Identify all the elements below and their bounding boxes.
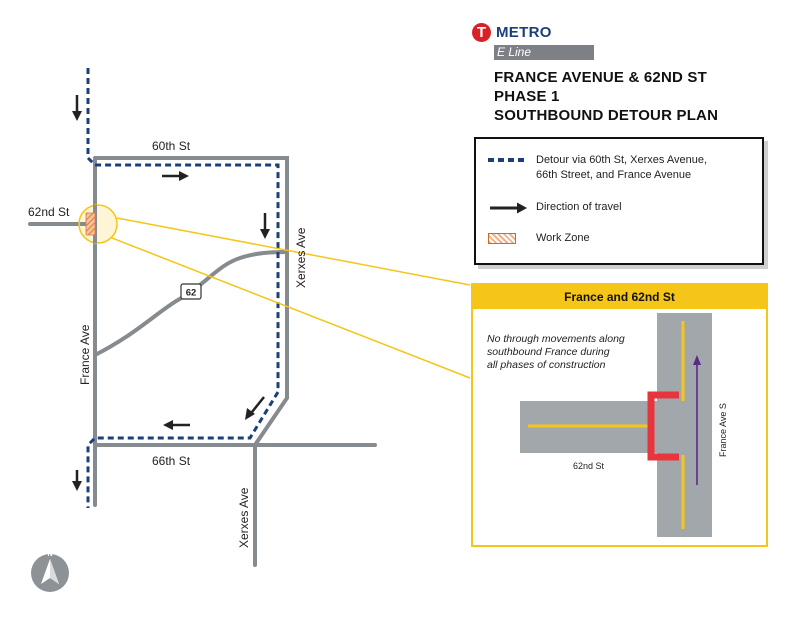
- metro-t-icon: T: [472, 22, 491, 42]
- inset-label-62nd: 62nd St: [573, 461, 605, 471]
- north-compass-icon: N: [31, 551, 69, 592]
- metro-brand: METRO: [496, 23, 552, 41]
- intersection-inset: France and 62nd St No through movements …: [471, 283, 768, 547]
- legend-direction-label: Direction of travel: [536, 201, 622, 213]
- metro-logo: T METRO: [472, 22, 772, 42]
- road-60th-st: [93, 156, 289, 567]
- legend-direction: Direction of travel: [488, 200, 622, 215]
- map-legend: Detour via 60th St, Xerxes Avenue, 66th …: [474, 137, 764, 265]
- inset-note-line-3: all phases of construction: [487, 359, 606, 371]
- arrow-southwest-xerxes: [245, 396, 265, 420]
- detour-route: [86, 68, 280, 508]
- work-zone-marker: [85, 212, 96, 236]
- arrow-south-xerxes: [260, 213, 270, 239]
- hwy-62-shield: 62: [180, 283, 202, 300]
- legend-detour-line-2: 66th Street, and France Avenue: [536, 169, 692, 181]
- label-62nd-st: 62nd St: [28, 205, 70, 219]
- label-france-ave: France Ave: [78, 324, 92, 385]
- road-hwy-62: [93, 250, 289, 357]
- title-line-2: PHASE 1: [494, 88, 560, 105]
- direction-arrow-icon: [490, 202, 527, 214]
- direction-arrows: [72, 95, 270, 491]
- inset-note-line-1: No through movements along: [487, 333, 625, 345]
- detour-dash-swatch: [488, 158, 528, 162]
- label-66th-st: 66th St: [152, 454, 191, 468]
- label-xerxes-ave-north: Xerxes Ave: [294, 227, 308, 288]
- compass-label: N: [47, 551, 52, 558]
- inset-title: France and 62nd St: [473, 285, 766, 309]
- legend-detour: Detour via 60th St, Xerxes Avenue, 66th …: [488, 153, 707, 183]
- label-xerxes-ave-south: Xerxes Ave: [237, 487, 251, 548]
- label-60th-st: 60th St: [152, 139, 191, 153]
- inset-travel-arrow-icon: [693, 355, 701, 485]
- map-header: T METRO E Line FRANCE AVENUE & 62ND ST P…: [472, 22, 772, 125]
- arrow-east-60th: [162, 171, 189, 181]
- work-zone-swatch: [488, 233, 516, 244]
- callout-lines: [111, 217, 471, 379]
- inset-barrier: [647, 391, 679, 461]
- metro-t-letter: T: [476, 23, 487, 41]
- hwy-62-number: 62: [186, 288, 197, 299]
- arrow-west-66th: [163, 420, 190, 430]
- inset-diagram: 62nd St France Ave S: [520, 313, 728, 537]
- legend-detour-line-1: Detour via 60th St, Xerxes Avenue,: [536, 154, 708, 166]
- arrow-south-france-north: [72, 95, 82, 121]
- legend-work-zone: Work Zone: [488, 231, 590, 246]
- legend-work-zone-label: Work Zone: [536, 232, 590, 244]
- inset-note: No through movements along southbound Fr…: [487, 333, 647, 372]
- title-line-3: SOUTHBOUND DETOUR PLAN: [494, 107, 719, 124]
- inset-note-line-2: southbound France during: [487, 346, 610, 358]
- arrow-south-france-south: [72, 470, 82, 491]
- line-name-badge: E Line: [494, 45, 594, 60]
- title-line-1: FRANCE AVENUE & 62ND ST: [494, 69, 707, 86]
- inset-label-france: France Ave S: [718, 403, 728, 457]
- plan-title: FRANCE AVENUE & 62ND ST PHASE 1 SOUTHBOU…: [494, 68, 772, 125]
